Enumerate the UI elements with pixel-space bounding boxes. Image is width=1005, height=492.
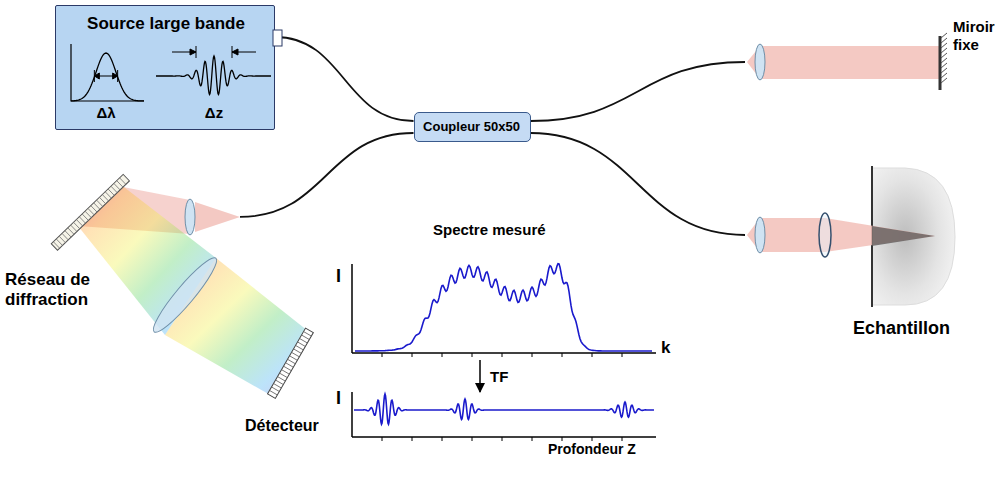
reference-arm — [747, 33, 947, 90]
grating-node: Réseau de diffraction — [3, 150, 240, 330]
sample-label: Echantillon — [853, 318, 978, 340]
tf-arrow — [479, 360, 481, 392]
transform-label: TF — [490, 368, 508, 386]
spectrum-plot — [352, 264, 656, 357]
mirror-node: Miroir fixe — [745, 8, 1000, 98]
optical-fiber — [275, 37, 414, 121]
axis-label: I — [336, 388, 341, 410]
optical-fiber — [531, 62, 746, 121]
axis-label: k — [661, 338, 670, 358]
plot-title: Spectre mesuré — [433, 221, 546, 239]
coupler-label: Coupleur 50x50 — [423, 119, 520, 135]
optical-fiber — [531, 133, 746, 235]
depth-plot — [352, 392, 656, 441]
detector-label: Détecteur — [245, 416, 319, 435]
coherence-label: Δz — [194, 104, 234, 122]
sample-node: Echantillon — [745, 160, 980, 350]
source-box: Source large bandeΔλ Δz — [55, 5, 275, 130]
spectrometer — [51, 174, 313, 398]
axis-label: I — [336, 266, 341, 288]
optical-fiber — [240, 133, 414, 217]
bandwidth-label: Δλ — [86, 104, 126, 122]
grating-label: Réseau de diffraction — [5, 270, 140, 311]
coupler-box: Coupleur 50x50 — [414, 112, 531, 142]
axis-label: Profondeur Z — [548, 441, 636, 458]
source-title: Source large bande — [56, 14, 276, 34]
sample-arm — [747, 166, 955, 307]
mirror-label: Miroir fixe — [953, 18, 999, 54]
